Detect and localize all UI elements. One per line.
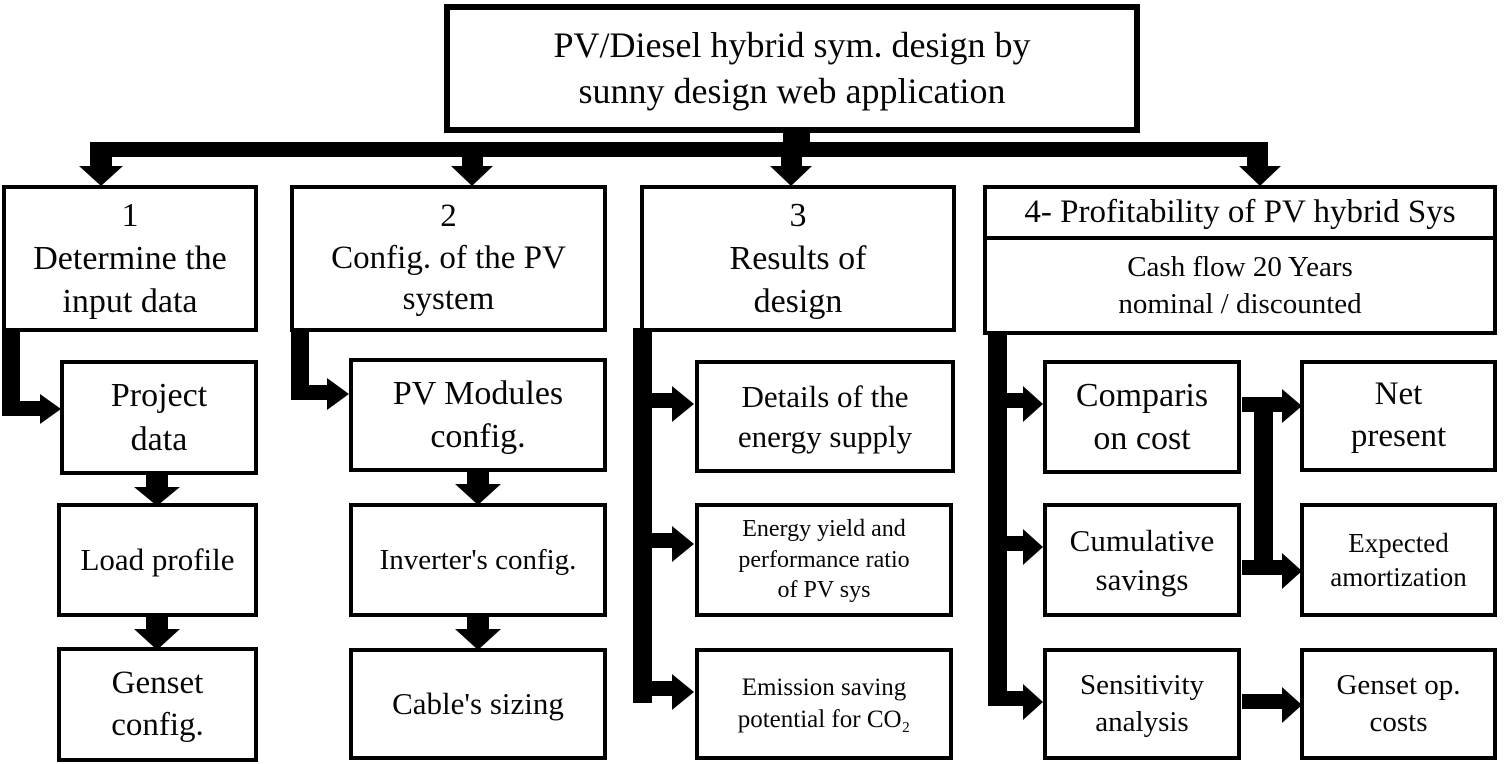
box-project-data: Project data: [60, 360, 258, 475]
connector-col4-tbar: [1254, 397, 1273, 575]
arrow-to-column-2: [451, 155, 493, 186]
col1-header-text: 1 Determine the input data: [33, 196, 227, 321]
box-col3-header: 3 Results of design: [640, 185, 956, 332]
arrow-to-column-3: [770, 155, 812, 186]
arrow-sensitivity-to-genset-costs: [1242, 687, 1302, 723]
cumulative-savings-text: Cumulative savings: [1069, 522, 1215, 597]
connector-col2-elbow: [291, 332, 349, 410]
connector-col4-trunk: [988, 330, 1043, 720]
box-load-profile: Load profile: [57, 503, 258, 617]
energy-yield-text: Energy yield and performance ratio of PV…: [738, 516, 910, 604]
box-col4-header: 4- Profitability of PV hybrid Sys Cash f…: [983, 185, 1497, 335]
box-col1-header: 1 Determine the input data: [2, 185, 258, 332]
box-net-present: Net present: [1300, 360, 1497, 472]
comparison-cost-text: Comparis on cost: [1075, 376, 1209, 457]
genset-op-costs-text: Genset op. costs: [1336, 669, 1461, 738]
arrow-modules-to-inverter: [455, 470, 501, 505]
box-energy-yield: Energy yield and performance ratio of PV…: [695, 503, 953, 617]
col3-header-text: 3 Results of design: [729, 196, 867, 321]
box-cable-sizing: Cable's sizing: [349, 648, 607, 760]
project-data-text: Project data: [110, 377, 208, 458]
load-profile-text: Load profile: [80, 542, 235, 578]
col4-header-text: 4- Profitability of PV hybrid Sys: [1024, 193, 1456, 230]
col4-subheader-text: Cash flow 20 Years nominal / discounted: [1118, 250, 1362, 320]
arrow-savings-to-amortization: [1242, 553, 1302, 589]
box-col2-header: 2 Config. of the PV system: [290, 185, 607, 332]
box-energy-supply-details: Details of the energy supply: [695, 360, 955, 473]
box-cumulative-savings: Cumulative savings: [1043, 503, 1241, 617]
arrow-inverter-to-cable: [455, 615, 501, 650]
arrow-load-to-genset: [134, 615, 180, 650]
box-comparison-cost: Comparis on cost: [1043, 360, 1241, 474]
box-sensitivity-analysis: Sensitivity analysis: [1043, 648, 1241, 760]
col4-subheader-row: Cash flow 20 Years nominal / discounted: [987, 240, 1493, 331]
energy-supply-details-text: Details of the energy supply: [737, 379, 913, 454]
box-title: PV/Diesel hybrid sym. design by sunny de…: [444, 4, 1140, 133]
col4-header-row: 4- Profitability of PV hybrid Sys: [987, 189, 1493, 240]
cable-sizing-text: Cable's sizing: [392, 686, 564, 722]
box-emission-saving: Emission saving potential for CO₂: [695, 648, 953, 760]
sensitivity-analysis-text: Sensitivity analysis: [1079, 669, 1205, 738]
expected-amortization-text: Expected amortization: [1330, 527, 1467, 592]
net-present-text: Net present: [1350, 376, 1447, 454]
connector-col1-elbow: [2, 332, 61, 424]
connector-distribution-bar: [90, 142, 1268, 157]
connector-col3-trunk: [633, 328, 694, 710]
box-expected-amortization: Expected amortization: [1300, 503, 1497, 617]
box-pv-modules-config: PV Modules config.: [349, 358, 607, 472]
inverter-config-text: Inverter's config.: [379, 543, 577, 576]
box-inverter-config: Inverter's config.: [349, 503, 607, 617]
title-text: PV/Diesel hybrid sym. design by sunny de…: [553, 24, 1031, 111]
arrow-to-column-4: [1239, 142, 1281, 186]
arrow-to-column-1: [79, 142, 123, 186]
arrow-project-to-load: [134, 473, 180, 506]
col2-header-text: 2 Config. of the PV system: [331, 197, 566, 318]
pv-modules-config-text: PV Modules config.: [392, 374, 564, 455]
emission-saving-text: Emission saving potential for CO₂: [737, 674, 911, 733]
box-genset-config: Genset config.: [57, 647, 258, 762]
genset-config-text: Genset config.: [111, 664, 204, 743]
box-genset-op-costs: Genset op. costs: [1300, 648, 1497, 760]
